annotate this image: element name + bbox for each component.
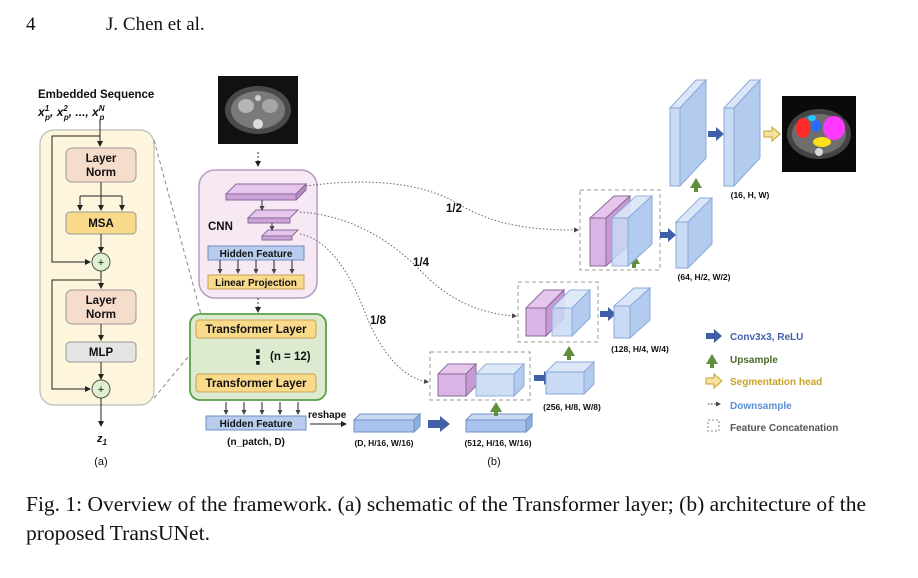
tensor-256 [545, 371, 585, 395]
msa-label: MSA [88, 218, 114, 230]
legend-downsample: Downsample [730, 401, 792, 412]
embedded-sequence-label: Embedded Sequence [38, 89, 154, 101]
tensor-64 [675, 221, 689, 269]
transformer-layer-1-label: Transformer Layer [206, 324, 308, 336]
shape-d-label: (D, H/16, W/16) [354, 438, 413, 448]
zoom-connector-bottom [153, 339, 203, 399]
tensor-512 [465, 419, 527, 433]
legend-seg-head: Segmentation head [730, 377, 822, 388]
shape-512-label: (512, H/16, W/16) [464, 438, 531, 448]
concat-box-1-2 [579, 189, 661, 271]
transformer-layer-2-label: Transformer Layer [206, 378, 308, 390]
shape-256-label: (256, H/8, W/8) [543, 402, 601, 412]
add-symbol-2: + [98, 384, 104, 396]
shape-16-label: (16, H, W) [731, 190, 770, 200]
skip-connection-1-2 [305, 181, 579, 233]
linear-projection-box [207, 274, 305, 290]
legend-conv: Conv3x3, ReLU [730, 332, 803, 343]
upsample-arrow-4 [690, 178, 702, 192]
panel-label-b: (b) [487, 456, 500, 468]
cnn-hidden-feature-label: Hidden Feature [220, 249, 293, 260]
linear-projection-label: Linear Projection [215, 278, 297, 289]
tensor-16-a [669, 107, 681, 187]
cnn-feature-slab-1 [224, 183, 308, 195]
conv-arrow-1 [428, 416, 450, 432]
cnn-feature-slab-2 [246, 209, 300, 219]
page-number: 4 [26, 14, 36, 35]
green-up-arrow-icon [706, 354, 718, 368]
cnn-label: CNN [208, 221, 233, 233]
tensor-128 [613, 305, 631, 339]
skip-label-eighth: 1/8 [370, 315, 387, 327]
blue-arrow-icon [706, 329, 722, 343]
figure-caption: Fig. 1: Overview of the framework. (a) s… [26, 492, 866, 545]
output-hidden-feature-shape: (n_patch, D) [227, 437, 285, 448]
conv-arrow-4 [660, 228, 676, 242]
add-symbol-1: + [98, 257, 104, 269]
layer-norm-bottom-line1: Layer [86, 295, 117, 307]
conv-arrow-5 [708, 127, 724, 141]
shape-128-label: (128, H/4, W/4) [611, 344, 669, 354]
panel-label-a: (a) [94, 456, 107, 468]
skip-label-half: 1/2 [446, 203, 462, 215]
upsample-arrow-2 [563, 346, 575, 360]
transformer-layer-1-box [195, 319, 317, 339]
vertical-ellipsis-icon: ⋮ [248, 347, 268, 369]
concat-box-1-8 [429, 351, 531, 401]
layer-norm-top-line2: Norm [86, 167, 116, 179]
transformer-layer-2-box [195, 373, 317, 393]
skip-connection-1-4 [299, 211, 517, 319]
output-hidden-feature-box [205, 415, 307, 431]
layer-norm-top-line1: Layer [86, 153, 117, 165]
zoom-connector-top [153, 139, 203, 319]
cnn-feature-slab-3 [260, 229, 300, 237]
transformer-repeat-label: (n = 12) [270, 351, 311, 363]
page-header: 4 J. Chen et al. [26, 14, 205, 36]
segmentation-head-arrow [763, 125, 781, 143]
conv-arrow-3 [600, 307, 616, 321]
reshape-label: reshape [308, 410, 347, 421]
upsample-arrow-1 [490, 402, 502, 416]
legend-upsample: Upsample [730, 355, 778, 366]
running-title: J. Chen et al. [106, 14, 205, 35]
output-hidden-feature-label: Hidden Feature [220, 419, 293, 430]
tensor-16-b [723, 107, 735, 187]
dashed-box-icon [707, 419, 720, 432]
skip-label-quarter: 1/4 [413, 257, 430, 269]
reshaped-tensor [353, 419, 415, 433]
layer-norm-bottom-line2: Norm [86, 309, 116, 321]
mlp-label: MLP [89, 347, 114, 359]
yellow-arrow-icon [705, 372, 723, 390]
legend: Conv3x3, ReLU Upsample Segmentation head… [705, 329, 838, 434]
legend-concat: Feature Concatenation [730, 423, 838, 434]
shape-64-label: (64, H/2, W/2) [678, 272, 731, 282]
output-z1: z1 [96, 433, 108, 447]
